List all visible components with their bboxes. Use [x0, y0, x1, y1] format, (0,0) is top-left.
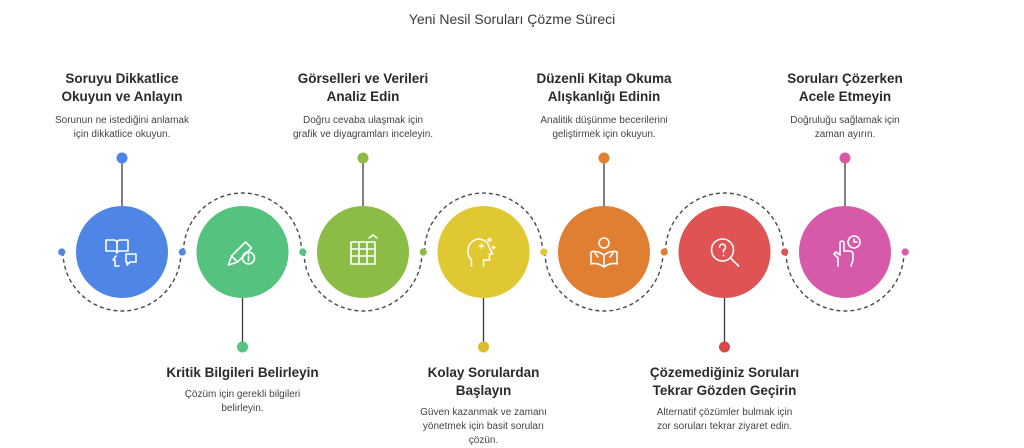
joint-dot — [660, 248, 668, 256]
step-description: Sorunun ne istediğini anlamak için dikka… — [55, 115, 189, 140]
step-title: Düzenli Kitap Okuma Alışkanlığı Edinin — [536, 71, 672, 104]
step-1 — [76, 152, 168, 298]
step-circle — [196, 206, 289, 298]
step-circle — [678, 206, 771, 298]
step-title: Çözemediğiniz Soruları Tekrar Gözden Geç… — [649, 365, 800, 398]
step-3 — [317, 152, 409, 298]
step-title: Soruları Çözerken Acele Etmeyin — [787, 71, 903, 104]
connector-arc — [664, 192, 785, 253]
connector-dashes — [62, 192, 905, 312]
step-circle — [437, 206, 530, 298]
joint-dot — [419, 248, 427, 256]
step-description: Güven kazanmak ve zamanı yönetmek için b… — [420, 407, 547, 446]
connector-arc — [62, 251, 182, 312]
connector-arc — [544, 251, 664, 312]
step-title: Soruyu Dikkatlice Okuyun ve Anlayın — [61, 71, 183, 104]
stem-dot — [719, 341, 730, 353]
stem-dot — [839, 152, 851, 164]
joint-dot — [178, 248, 186, 256]
step-description: Doğruluğu sağlamak için zaman ayırın. — [790, 115, 900, 140]
connector-arc — [303, 251, 423, 312]
joint-dot — [58, 248, 66, 256]
step-2 — [196, 206, 289, 353]
diagram-title: Yeni Nesil Soruları Çözme Süreci — [408, 11, 616, 27]
magnifier-question-icon — [710, 238, 740, 267]
connector-arc — [182, 192, 303, 253]
step-circle — [76, 206, 168, 298]
stem-dot — [478, 341, 489, 353]
step-title: Kolay Sorulardan Başlayın — [427, 365, 540, 398]
reading-speaking-icon — [105, 239, 137, 267]
step-circle — [317, 206, 409, 298]
pencil-info-icon — [227, 241, 256, 266]
step-description: Alternatif çözümler bulmak için zor soru… — [656, 407, 793, 432]
step-description: Doğru cevaba ulaşmak için grafik ve diya… — [292, 115, 434, 140]
step-4 — [437, 206, 530, 353]
stem-dot — [598, 152, 610, 164]
step-7 — [799, 152, 891, 298]
joint-dot — [540, 248, 548, 256]
step-description: Çözüm için gerekli bilgileri belirleyin. — [184, 389, 301, 414]
connector-arc — [785, 251, 905, 312]
stem-dot — [237, 341, 248, 353]
step-title: Görselleri ve Verileri Analiz Edin — [297, 71, 429, 104]
head-sparkle-icon — [467, 237, 496, 267]
joint-dot — [299, 248, 307, 256]
step-5 — [558, 152, 650, 298]
step-circle — [799, 206, 891, 298]
connector-arc — [423, 192, 544, 253]
step-6 — [678, 206, 771, 353]
stem-dot — [357, 152, 369, 164]
hand-clock-icon — [833, 235, 861, 267]
stem-dot — [116, 152, 128, 164]
step-description: Analitik düşünme becerilerini geliştirme… — [540, 115, 668, 140]
step-title: Kritik Bilgileri Belirleyin — [166, 365, 319, 380]
joint-dot — [901, 248, 909, 256]
person-reading-icon — [590, 237, 618, 268]
joint-dot — [781, 248, 789, 256]
spreadsheet-chart-icon — [350, 234, 378, 265]
step-circle — [558, 206, 650, 298]
